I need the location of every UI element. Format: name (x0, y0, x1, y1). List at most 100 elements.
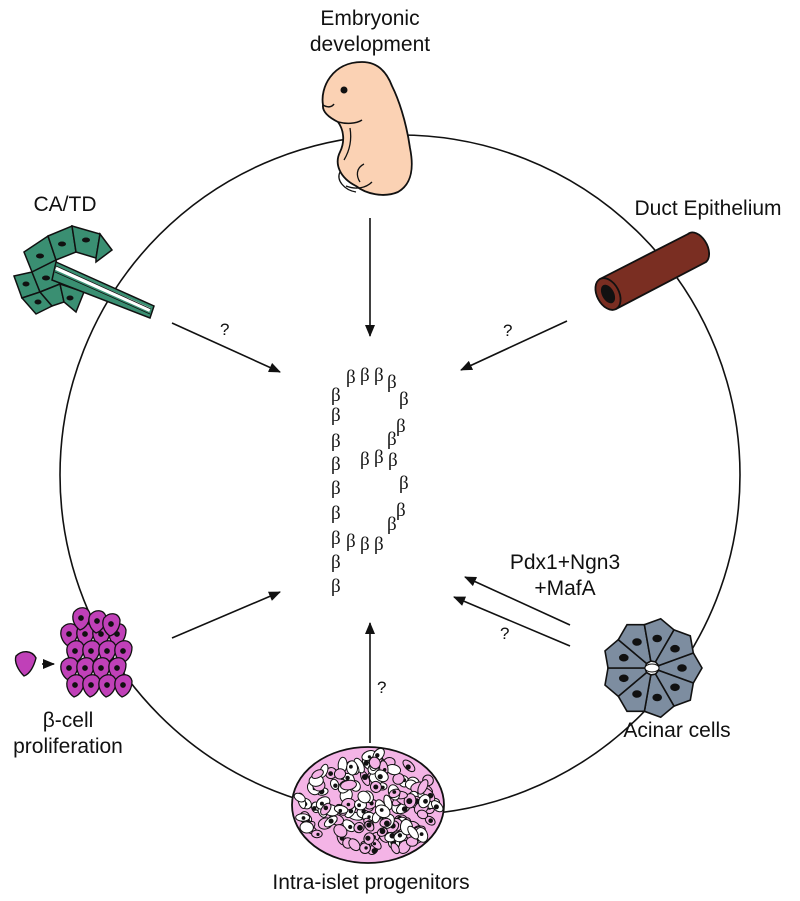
beta-glyph: β (399, 473, 409, 494)
question-mark-progenitors: ? (377, 678, 387, 697)
ca-td-icon (13, 224, 155, 319)
beta-glyph: β (360, 449, 370, 470)
progenitor-cell (390, 842, 400, 855)
beta-glyph: β (374, 534, 384, 555)
progenitor-nucleus (346, 802, 351, 807)
progenitor-cell (333, 824, 348, 838)
beta-cell-nucleus (104, 648, 110, 654)
beta-glyph: β (331, 431, 341, 452)
progenitor-nucleus (371, 848, 378, 854)
progenitor-nucleus (377, 774, 383, 780)
beta-glyph: β (331, 552, 341, 573)
embryo-icon (321, 61, 413, 196)
beta-glyph: β (346, 531, 356, 552)
acinar-nucleus (618, 674, 629, 683)
beta-cell-nucleus (120, 682, 126, 688)
progenitor-nucleus (338, 808, 343, 813)
progenitor-nucleus (349, 764, 353, 769)
progenitor-cell (417, 779, 429, 795)
arrow-acinar (453, 596, 571, 647)
progenitor-nucleus (323, 805, 329, 811)
beta-glyph: β (331, 405, 341, 426)
acinar-nucleus (677, 664, 687, 672)
beta-cell-nucleus (82, 631, 88, 637)
progenitor-nucleus (397, 833, 403, 838)
progenitor-nucleus (365, 835, 371, 841)
acinar-nucleus (632, 638, 642, 646)
beta-glyph: β (331, 385, 341, 406)
acinar-nucleus (632, 690, 642, 698)
progenitor-nucleus (372, 842, 377, 846)
beta-glyph: β (387, 514, 397, 535)
progenitor-nucleus (384, 820, 390, 827)
beta-glyph: β (346, 367, 356, 388)
progenitor-nucleus (367, 815, 371, 819)
progenitor-nucleus (316, 832, 320, 837)
progenitor-nucleus (373, 784, 379, 790)
beta-proliferation-icon (14, 607, 133, 698)
progenitor-nucleus (433, 804, 439, 810)
beta-cell-nucleus (108, 621, 114, 627)
beta-cell-nucleus (114, 665, 120, 671)
progenitor-cell (311, 769, 324, 780)
beta-cell-nucleus (82, 665, 88, 671)
progenitor-nucleus (328, 771, 333, 776)
question-mark-acinar: ? (500, 624, 510, 643)
beta-glyph: β (396, 500, 406, 521)
acinar-nucleus (618, 653, 629, 662)
beta-cell-nucleus (94, 618, 100, 624)
progenitor-nucleus (333, 783, 338, 788)
progenitor-nucleus (357, 803, 361, 808)
question-mark-duct: ? (503, 321, 513, 340)
beta-glyph: β (331, 503, 341, 524)
progenitor-nucleus (367, 755, 371, 759)
progenitor-nucleus (319, 801, 324, 806)
arrow-acinar-reprogramming (464, 576, 571, 626)
progenitor-nucleus (379, 828, 386, 835)
beta-cell-nucleus (78, 615, 84, 621)
acinar-nucleus (652, 634, 662, 643)
progenitor-nucleus (381, 785, 385, 790)
beta-cell-nucleus (72, 648, 78, 654)
arrow-duct (460, 320, 568, 371)
progenitor-cell (368, 756, 381, 770)
progenitor-nucleus (361, 774, 368, 780)
beta-glyph: β (374, 447, 384, 468)
intra-islet-progenitors-icon (291, 746, 445, 864)
beta-cell-nucleus (98, 631, 104, 637)
beta-glyph: β (387, 429, 397, 450)
progenitor-nucleus (423, 798, 428, 804)
beta-cell-proliferation-label: β-cell proliferation (13, 709, 123, 758)
progenitor-nucleus (301, 816, 306, 820)
progenitor-nucleus (419, 832, 424, 836)
progenitor-nucleus (363, 760, 369, 766)
duct-epithelium-icon (594, 231, 711, 311)
progenitor-cell (340, 779, 357, 791)
beta-glyph: β (331, 576, 341, 597)
beta-glyph: β (387, 372, 397, 393)
arrow-beta-proliferation (171, 591, 281, 639)
progenitor-nucleus (392, 790, 397, 794)
progenitor-cell (293, 792, 306, 803)
beta-glyph: β (360, 365, 370, 386)
acinar-nucleus (652, 693, 662, 702)
progenitor-nucleus (348, 824, 353, 830)
progenitor-cell (299, 821, 314, 834)
beta-glyph: β (388, 450, 398, 471)
ca-td-label: CA/TD (33, 193, 97, 216)
progenitor-nucleus (406, 798, 413, 805)
pdx1-ngn3-mafa-label: Pdx1+Ngn3 +MafA (509, 551, 621, 600)
beta-cell-nucleus (98, 665, 104, 671)
beta-cell-nucleus (120, 648, 126, 654)
acinar-cells-label: Acinar cells (623, 719, 731, 742)
beta-glyph: β (374, 365, 384, 386)
beta-cell-nucleus (88, 682, 94, 688)
progenitor-nucleus (375, 753, 380, 758)
progenitor-nucleus (379, 808, 384, 812)
progenitor-nucleus (366, 822, 372, 828)
beta-cell-nucleus (72, 682, 78, 688)
beta-cell-nucleus (104, 682, 110, 688)
acinar-nucleus (670, 644, 680, 653)
